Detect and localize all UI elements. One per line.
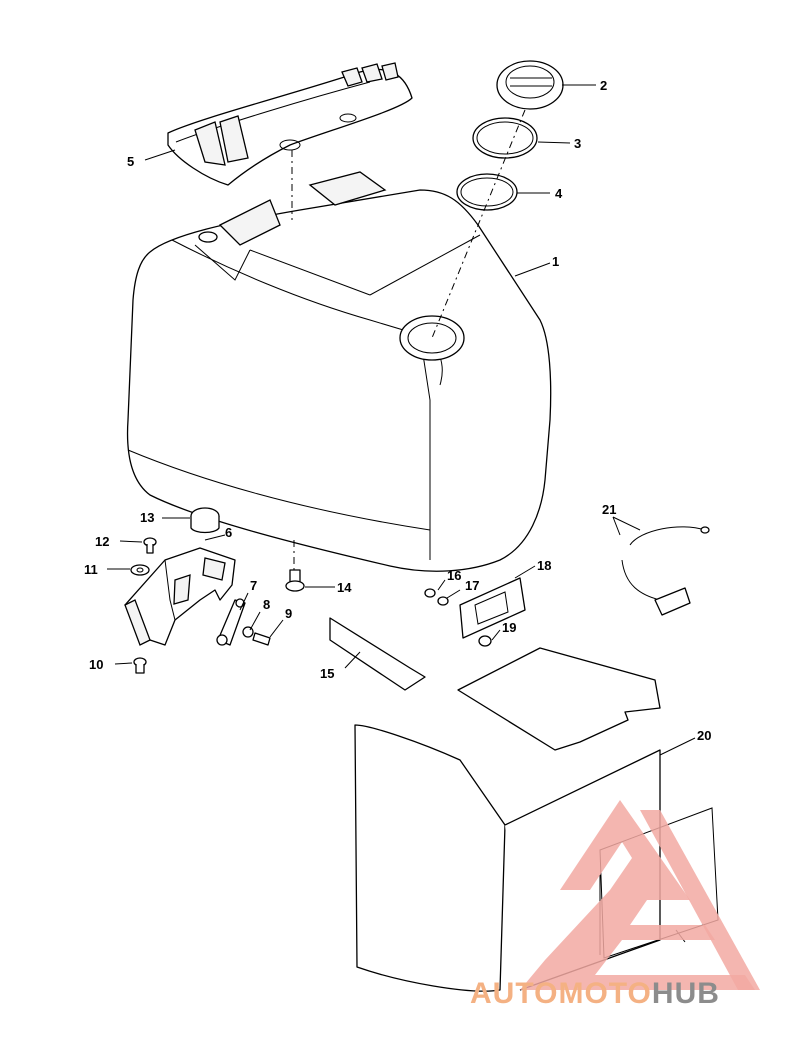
callout-5: 5	[127, 154, 134, 169]
link-part-7	[216, 598, 246, 646]
washer-part-8	[242, 626, 254, 638]
callout-7: 7	[250, 578, 257, 593]
nut-part-19	[478, 635, 492, 647]
washer-part-11	[130, 564, 150, 576]
nut-part-16	[424, 588, 436, 598]
seal-strip-part-15	[329, 617, 426, 691]
washer-part-17	[437, 596, 449, 606]
callout-1: 1	[552, 254, 559, 269]
lanyard-part-21	[621, 526, 710, 616]
callout-11: 11	[84, 562, 98, 577]
screw-part-12	[143, 537, 157, 554]
callout-15: 15	[320, 666, 334, 681]
cowl-cover-part-5	[167, 62, 413, 186]
callout-18: 18	[537, 558, 551, 573]
leader-lines	[107, 84, 696, 756]
top-cowl-part-1	[126, 171, 552, 572]
watermark-text-part2: HUB	[652, 977, 720, 1010]
callout-4: 4	[555, 186, 563, 201]
cap-seal-part-3	[472, 117, 538, 159]
callout-19: 19	[502, 620, 516, 635]
bushing-part-13	[190, 507, 220, 534]
screw-part-14	[285, 569, 305, 592]
ring-seal-part-4	[456, 173, 518, 211]
callout-2: 2	[600, 78, 607, 93]
callout-8: 8	[263, 597, 270, 612]
callout-9: 9	[285, 606, 292, 621]
callout-labels: 1 2 3 4 5 6 7 8 9 10 11 12 13 14 15 16 1…	[84, 78, 711, 743]
cap-alignment-line	[431, 109, 526, 339]
callout-3: 3	[574, 136, 581, 151]
callout-16: 16	[447, 568, 461, 583]
watermark-logo	[520, 800, 760, 990]
callout-21: 21	[602, 502, 616, 517]
bolt-part-9	[252, 632, 271, 646]
watermark-text: AUTOMOTOHUB	[470, 977, 720, 1010]
callout-17: 17	[465, 578, 479, 593]
pin-part-10	[133, 657, 147, 674]
callout-13: 13	[140, 510, 154, 525]
fuel-cap-part-2	[496, 60, 564, 110]
callout-10: 10	[89, 657, 103, 672]
callout-14: 14	[337, 580, 352, 595]
callout-6: 6	[225, 525, 232, 540]
watermark-text-part1: AUTOMOTO	[470, 977, 652, 1010]
latch-plate-part-18	[459, 577, 526, 639]
bracket-part-6	[124, 547, 236, 646]
callout-12: 12	[95, 534, 109, 549]
callout-20: 20	[697, 728, 711, 743]
